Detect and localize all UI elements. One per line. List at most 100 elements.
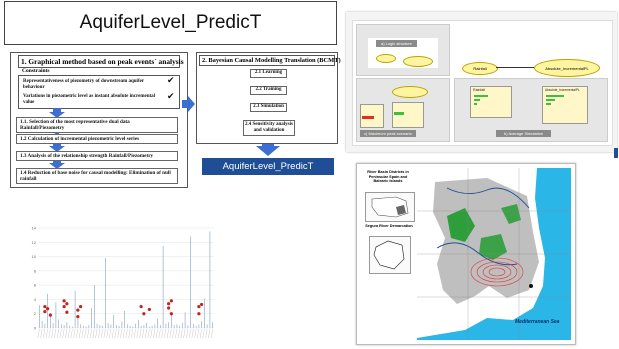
sea-label: Mediterranean Sea [515,319,560,325]
x-tick-mark [164,328,167,339]
x-tick-mark [142,328,145,339]
rainfall-node-label: Rainfall [473,66,487,71]
x-tick-mark [62,328,65,339]
x-tick-mark [194,328,197,339]
data-point [197,312,201,316]
data-point [65,302,69,306]
graphical-step: 1.2 Calculation of incremental piezometr… [16,134,178,144]
data-point [76,314,80,319]
data-point [169,299,173,303]
bcmt-step: 2.4 Sensitivity analysis and validation [243,120,295,136]
x-tick-mark [180,328,183,339]
x-tick-mark [122,328,125,339]
x-tick-mark [188,328,191,339]
x-tick-mark [78,328,81,339]
x-tick-mark [166,328,169,339]
y-tick-label: 6 [34,283,37,288]
y-tick-label: 8 [34,268,37,273]
x-tick-mark [100,328,103,339]
x-tick-mark [95,328,98,339]
abs-node-mid [392,86,428,98]
abs-node-small [403,56,433,67]
x-tick-mark [43,328,46,339]
x-tick-mark [117,328,120,339]
x-tick-mark [56,328,59,339]
abs-node-label: Absolute_IncrementalPL [545,65,589,71]
constraint-item: Variations in piezometric level as insta… [20,93,165,107]
x-tick-mark [87,328,90,339]
x-tick-mark [183,328,186,339]
abs-table-title: Absolute_IncrementalPL [545,88,580,92]
x-tick-mark [54,328,57,339]
x-tick-mark [51,328,54,339]
graphical-step: 1.3 Analysis of the relationship strengt… [16,151,178,161]
bcmt-step: 2.3 Simulation [250,103,287,112]
data-point [62,299,66,303]
segura-inset-label: Segura River Demarcation [365,224,413,228]
x-tick-mark [70,328,73,339]
rainfall-table-title: Rainfall [473,88,485,92]
bcmt-header: 2. Bayesian Causal Modelling Translation… [199,55,341,66]
abs-table-small [392,102,424,128]
rainfall-table: Rainfall [470,86,512,118]
x-tick-mark [65,328,68,339]
data-point [76,308,80,312]
x-tick-mark [186,328,189,339]
x-tick-mark [136,328,139,339]
data-point [43,304,47,309]
y-tick-label: 10 [32,254,37,259]
rainfall-node: Rainfall [462,62,498,75]
x-tick-mark [177,328,180,339]
x-tick-mark [191,328,194,339]
network-slide: a) Logic structure c) Maximum peak scena… [346,12,617,152]
x-tick-mark [125,328,128,339]
average-simulation-label: b) Average Simulation [496,130,552,137]
max-peak-label: c) Maximum peak scenario [360,130,416,137]
x-tick-mark [40,328,43,339]
y-tick-label: 4 [34,297,37,302]
data-point [46,307,50,311]
x-tick-mark [106,328,109,339]
data-point [147,307,151,312]
x-tick-mark [205,328,208,339]
y-tick-label: 14 [32,226,37,231]
x-tick-mark [45,328,48,339]
x-tick-mark [144,328,147,339]
x-tick-mark [59,328,62,339]
output-label: AquiferLevel_PredicT [202,158,334,175]
aquifer-map [417,168,571,340]
data-point [139,304,143,309]
x-tick-mark [81,328,84,339]
y-tick-label: 12 [32,240,37,245]
x-tick-mark [92,328,95,339]
x-tick-mark [202,328,205,339]
bcmt-step: 2.1 Learning [250,69,287,78]
graphical-method-header: 1. Graphical method based on peak events… [18,55,184,68]
x-tick-mark [98,328,101,339]
data-point [79,304,83,309]
x-tick-mark [147,328,150,339]
x-tick-mark [131,328,134,339]
x-tick-mark [111,328,114,339]
x-tick-mark [139,328,142,339]
data-point [142,312,146,316]
x-tick-mark [120,328,123,339]
graphical-step: 1.4 Reduction of base noise for causal m… [16,168,178,184]
rainfall-node-small [376,54,396,63]
map-slide: River Basin Districts in Peninsular Spai… [356,163,576,345]
y-tick-label: 2 [34,311,37,316]
x-tick-mark [199,328,202,339]
constraint-item: Representativeness of piezometry of down… [20,78,165,92]
x-tick-mark [48,328,51,339]
x-tick-mark [208,328,211,339]
x-tick-mark [210,328,213,339]
x-tick-mark [158,328,161,339]
main-title: AquiferLevel_PredicT [4,1,337,45]
x-tick-mark [175,328,178,339]
data-point [65,310,69,314]
x-tick-mark [67,328,70,339]
logic-structure-label: a) Logic structure [376,40,417,47]
x-tick-mark [73,328,76,339]
